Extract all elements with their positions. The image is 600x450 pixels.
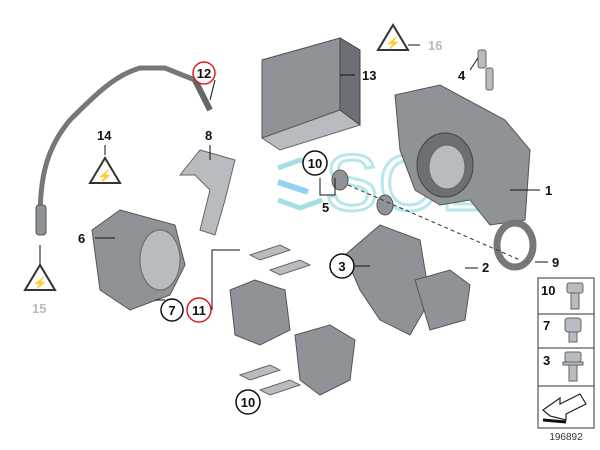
label-6: 6 (78, 231, 85, 246)
label-9: 9 (552, 255, 559, 270)
warning-triangle-14: ⚡ (88, 156, 122, 184)
label-4: 4 (458, 68, 466, 83)
label-3: 3 (338, 259, 345, 274)
bolt-guide (331, 169, 521, 261)
callout-circle-11 (186, 297, 212, 323)
svg-text:⚡: ⚡ (33, 276, 48, 290)
label-16: 16 (428, 38, 442, 53)
flange-bolt-icon (562, 351, 584, 382)
label-1: 1 (545, 183, 552, 198)
callout-circle-7 (160, 298, 184, 322)
bleed-screws (477, 49, 494, 91)
hex-bolt-icon (566, 282, 584, 310)
legend-label-7: 7 (543, 318, 550, 333)
parking-brake-motor (91, 209, 186, 311)
label-13: 13 (362, 68, 376, 83)
label-8: 8 (205, 128, 212, 143)
caliper-housing (414, 269, 471, 331)
callout-circle-10b (235, 389, 261, 415)
callout-circle-10a (302, 150, 328, 176)
label-10: 10 (308, 156, 322, 171)
arrow-icon (542, 393, 587, 424)
warning-triangle-15: ⚡ (23, 245, 57, 291)
catalog-number: 196892 (549, 432, 583, 443)
label-5: 5 (322, 200, 329, 215)
fastener-legend: 10 7 3 (537, 277, 595, 429)
anti-rattle-clips (238, 244, 312, 396)
brake-pads (229, 279, 356, 396)
caliper-carrier (344, 224, 431, 336)
label-15: 15 (32, 301, 46, 316)
control-unit (261, 37, 361, 151)
label-2: 2 (482, 260, 489, 275)
legend-label-3: 3 (543, 353, 550, 368)
socket-screw-icon (564, 317, 582, 343)
callout-circle-12 (192, 61, 216, 85)
label-10-lower: 10 (241, 395, 255, 410)
leader-lines (95, 57, 548, 310)
legend-label-10: 10 (541, 283, 555, 298)
seal-ring (493, 219, 537, 271)
label-11: 11 (192, 303, 206, 318)
warning-triangle-16: ⚡ (376, 23, 420, 51)
label-12: 12 (197, 66, 211, 81)
holder-bracket (178, 149, 236, 236)
label-7: 7 (168, 303, 175, 318)
svg-text:⚡: ⚡ (386, 36, 401, 50)
brake-caliper (394, 84, 531, 226)
svg-text:⚡: ⚡ (98, 169, 113, 183)
callout-circle-3 (329, 253, 355, 279)
wear-sensor-cable (35, 65, 213, 236)
label-14: 14 (97, 128, 112, 143)
